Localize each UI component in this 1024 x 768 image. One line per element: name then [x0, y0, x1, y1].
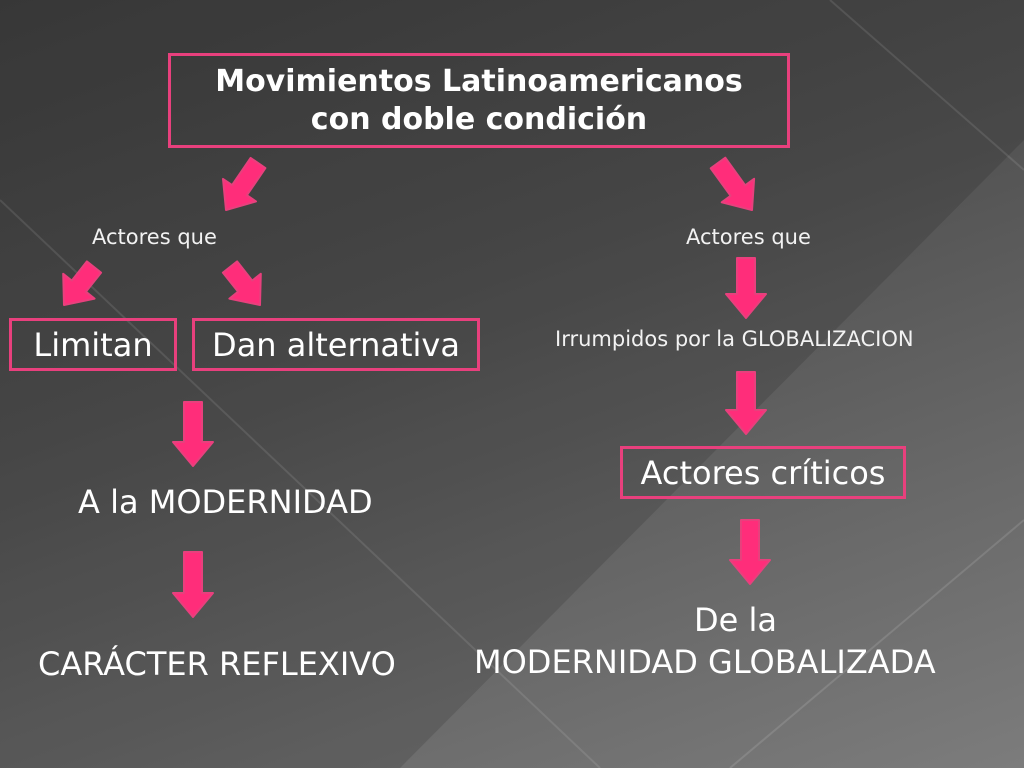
arrow-title-left [222, 156, 267, 211]
arrow-dan-to-modernidad [172, 401, 214, 467]
arrow-modernidad-to-caracter [172, 551, 214, 618]
actores-criticos-box: Actores críticos [620, 446, 906, 499]
arrow-right-to-irrumpidos [725, 257, 767, 319]
dan-alternativa-box: Dan alternativa [192, 318, 480, 371]
right-actores-label: Actores que [686, 225, 811, 249]
arrow-left-to-dan [221, 260, 262, 306]
globalizada-line-2: MODERNIDAD GLOBALIZADA [474, 643, 936, 681]
title-line-1: Movimientos Latinoamericanos [215, 63, 743, 99]
irrumpidos-label: Irrumpidos por la GLOBALIZACION [555, 327, 914, 351]
limitan-label: Limitan [33, 325, 153, 364]
arrow-criticos-to-globalizada [729, 519, 771, 585]
title-box: Movimientos Latinoamericanos con doble c… [168, 53, 790, 148]
limitan-box: Limitan [9, 318, 177, 371]
caracter-reflexivo-label: CARÁCTER REFLEXIVO [38, 645, 396, 683]
arrow-title-right [709, 156, 756, 211]
dan-alternativa-label: Dan alternativa [212, 325, 460, 364]
actores-criticos-label: Actores críticos [640, 453, 886, 492]
arrow-left-to-limitan [62, 260, 103, 306]
left-actores-label: Actores que [92, 225, 217, 249]
title-line-2: con doble condición [310, 101, 648, 137]
arrow-irrumpidos-to-criticos [725, 371, 767, 435]
globalizada-line-1: De la [694, 601, 777, 639]
modernidad-label: A la MODERNIDAD [78, 483, 373, 521]
